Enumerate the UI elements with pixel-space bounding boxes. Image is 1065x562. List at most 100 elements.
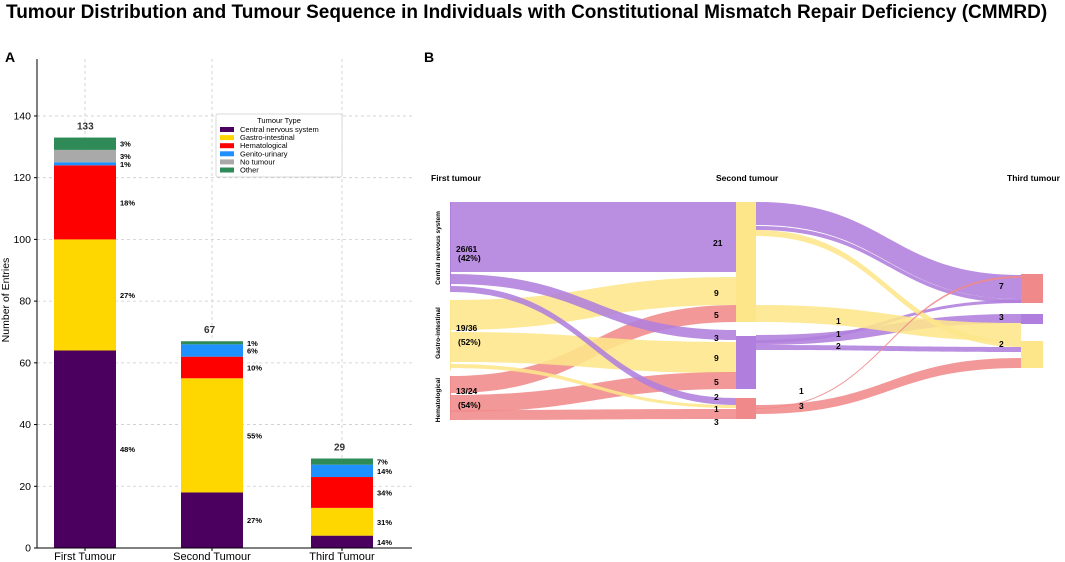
segment-percent-label: 10% <box>247 363 262 372</box>
segment-percent-label: 14% <box>377 538 392 547</box>
flow-value-label: 1 <box>836 316 841 326</box>
source-node-category-label: Gastro-intestinal <box>435 307 442 359</box>
bar-segment-gi <box>311 507 373 536</box>
x-tick-label: Third Tumour <box>309 551 375 562</box>
y-tick-label: 60 <box>19 357 31 369</box>
legend-swatch-cns <box>220 127 234 132</box>
segment-percent-label: 34% <box>377 488 392 497</box>
flow-second-third-cns <box>756 345 1021 352</box>
legend-swatch-gu <box>220 151 234 157</box>
bar-total-label: 67 <box>204 325 216 336</box>
legend-swatch-other <box>220 167 234 173</box>
flow-first-second-gi-to-cns <box>450 332 736 373</box>
segment-percent-label: 3% <box>120 140 131 149</box>
segment-percent-label: 31% <box>377 518 392 527</box>
bar-segment-hem <box>311 477 373 508</box>
node-third-hem <box>1021 274 1043 303</box>
flow-value-label: 1 <box>799 386 804 396</box>
flow-second-third-gi <box>756 230 1021 347</box>
flow-value-label: 2 <box>714 392 719 402</box>
segment-percent-label: 27% <box>247 516 262 525</box>
segment-percent-label: 7% <box>377 458 388 467</box>
flow-second-third-gi <box>756 305 1021 341</box>
node-first-gi <box>450 300 451 370</box>
stacked-bar-chart: A 48%27%18%1%3%3%13327%55%10%6%1%6714%31… <box>0 49 412 562</box>
source-node-percent: (52%) <box>458 337 481 347</box>
flow-value-label: 3 <box>714 417 719 427</box>
bar-segment-other <box>181 341 243 345</box>
node-second-cns <box>736 336 756 389</box>
flow-value-label: 21 <box>713 238 723 248</box>
flow-second-third-cns <box>756 226 1021 303</box>
bar-segment-gi <box>54 239 116 351</box>
y-tick-label: 20 <box>19 481 31 493</box>
legend-swatch-gi <box>220 135 234 141</box>
node-second-gi <box>736 202 756 322</box>
stage-header: Second tumour <box>716 173 779 183</box>
source-node-category-label: Hematological <box>435 378 442 423</box>
panel-label-a: A <box>5 49 15 65</box>
bar-segment-gu <box>181 344 243 357</box>
flow-value-label: 5 <box>714 377 719 387</box>
bar-segment-cns <box>181 492 243 548</box>
node-third-cns <box>1021 314 1043 324</box>
legend-box <box>215 113 343 178</box>
panel-label-b: B <box>424 49 434 65</box>
segment-percent-label: 1% <box>120 160 131 169</box>
segment-percent-label: 1% <box>247 339 258 348</box>
bar-segment-gi <box>181 378 243 493</box>
source-node-ratio: 19/36 <box>456 323 478 333</box>
bar-segment-gu <box>54 162 116 166</box>
stage-header: Third tumour <box>1007 173 1061 183</box>
flow-second-third-hem <box>756 276 1021 409</box>
flow-first-second-hem-to-hem <box>450 409 736 420</box>
stage-header: First tumour <box>431 173 482 183</box>
bar-segment-hem <box>54 165 116 240</box>
flow-second-third-hem <box>756 358 1021 414</box>
bar-total-label: 29 <box>334 443 346 454</box>
legend-entry-other: Other <box>240 166 259 175</box>
x-tick-label: Second Tumour <box>173 551 251 562</box>
flow-value-label: 9 <box>714 288 719 298</box>
flow-value-label: 3 <box>714 333 719 343</box>
segment-percent-label: 48% <box>120 445 135 454</box>
bar-segment-gu <box>311 464 373 478</box>
flow-value-label: 9 <box>714 353 719 363</box>
segment-percent-label: 3% <box>120 152 131 161</box>
flow-first-second-cns-to-gi <box>450 274 736 340</box>
source-node-percent: (54%) <box>458 400 481 410</box>
y-axis-label: Number of Entries <box>0 258 12 343</box>
flow-value-label: 2 <box>836 341 841 351</box>
legend-entry-gi: Gastro-intestinal <box>240 133 295 142</box>
flow-value-label: 1 <box>836 329 841 339</box>
bar-segment-other <box>54 137 116 150</box>
legend-entry-hem: Hematological <box>240 141 288 150</box>
segment-percent-label: 6% <box>247 346 258 355</box>
bar-total-label: 133 <box>77 122 94 133</box>
y-tick-label: 120 <box>13 172 31 184</box>
node-second-hem <box>736 398 756 419</box>
flow-value-label: 2 <box>999 339 1004 349</box>
node-third-gi <box>1021 341 1043 368</box>
flow-value-label: 7 <box>999 281 1004 291</box>
segment-percent-label: 55% <box>247 431 262 440</box>
y-tick-label: 40 <box>19 419 31 431</box>
flow-value-label: 3 <box>799 401 804 411</box>
flow-value-label: 3 <box>999 312 1004 322</box>
node-first-cns <box>450 202 451 286</box>
segment-percent-label: 14% <box>377 467 392 476</box>
source-node-category-label: Central nervous system <box>435 211 442 285</box>
source-node-ratio: 13/24 <box>456 386 478 396</box>
bar-segment-none <box>54 149 116 163</box>
flow-first-second-cns-to-hem <box>450 286 736 405</box>
y-tick-label: 100 <box>13 234 31 246</box>
source-node-ratio: 26/61 <box>456 244 478 254</box>
bar-segment-cns <box>311 535 373 548</box>
bar-segment-hem <box>181 356 243 379</box>
source-node-percent: (42%) <box>458 253 481 263</box>
segment-percent-label: 27% <box>120 291 135 300</box>
figure-title: Tumour Distribution and Tumour Sequence … <box>6 2 1048 23</box>
flow-value-label: 1 <box>714 404 719 414</box>
bar-segment-other <box>311 458 373 465</box>
flow-first-second-cns-to-cns <box>450 202 736 272</box>
